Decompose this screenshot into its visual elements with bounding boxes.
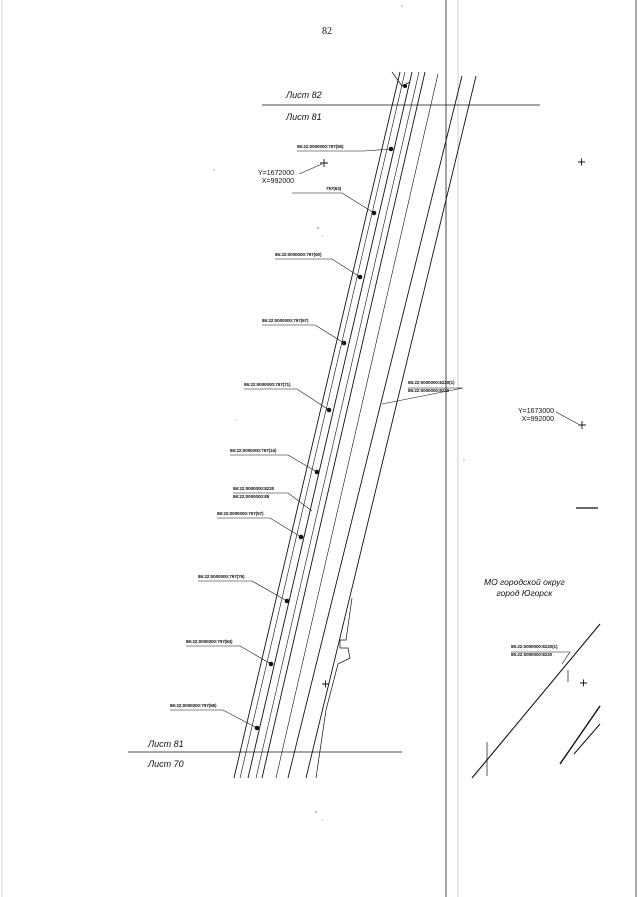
- noise-speck: [235, 419, 237, 421]
- callout-leader: [186, 645, 272, 665]
- grid-coordinate-label: Y=1672000 X=992000: [258, 170, 294, 186]
- grid-x: X=992000: [521, 416, 555, 423]
- pipeline-line: [275, 73, 439, 779]
- callout-point: [284, 598, 290, 604]
- callout-leader: [262, 324, 345, 344]
- callout-point: [314, 469, 320, 475]
- callout-leader: [297, 148, 392, 152]
- sheet-label: Лист 81: [148, 739, 184, 749]
- parcel-callout: 86:22:0000000:797(84): [186, 639, 233, 644]
- pipeline-line: [239, 71, 406, 779]
- pipeline-line: [247, 71, 413, 779]
- parcel-callout: 86:22:0000000:797(55): [297, 144, 344, 149]
- parcel-callout: 86:22:0000000:797(67): [262, 318, 309, 323]
- callout-leader: [198, 580, 288, 602]
- callout-leader: [170, 709, 258, 729]
- noise-speck: [314, 810, 318, 814]
- callout-point: [341, 340, 347, 346]
- sheet-label: Лист 81: [286, 112, 322, 122]
- parcel-callout: 797(63): [326, 186, 342, 191]
- grid-cross: [578, 158, 585, 166]
- callout-point: [254, 725, 260, 731]
- callout-leader: [292, 192, 375, 214]
- grid-y: Y=1673000: [518, 408, 555, 415]
- grid-y: Y=1672000: [258, 170, 295, 177]
- callout-leader: [244, 388, 330, 411]
- sheet-label: Лист 70: [148, 759, 184, 769]
- boundary-line: [471, 623, 601, 779]
- callout-leaders: [170, 83, 571, 731]
- parcel-boundary: [391, 71, 411, 87]
- grid-cross: [578, 421, 586, 429]
- pipeline-line: [233, 71, 401, 779]
- callout-leader: [511, 651, 571, 665]
- grid-cross-marks: [320, 158, 587, 688]
- callout-leader: [230, 454, 318, 473]
- grid-coordinate-label: Y=1673000 X=992000: [518, 408, 554, 424]
- callout-point: [357, 274, 363, 280]
- noise-speck: [316, 226, 320, 230]
- parcel-callout: 86:22:0000000:797(79): [198, 574, 245, 579]
- scan-noise: [213, 5, 465, 821]
- callout-point: [371, 210, 377, 216]
- parcel-callout: 86:22:0000000:797(16): [230, 448, 277, 453]
- pipeline-line: [261, 71, 426, 779]
- boundary-line: [573, 723, 601, 755]
- grid-label-leader: [555, 411, 579, 425]
- parcel-callout: 86:22:0000000:797(60): [275, 252, 322, 257]
- grid-cross: [320, 159, 328, 167]
- grid-cross: [322, 680, 329, 688]
- parcel-callout: 86:22:0000000:8220(1): [408, 380, 455, 385]
- callout-point: [326, 407, 332, 413]
- page-number: 82: [322, 26, 332, 37]
- right-of-way-boundary: [305, 75, 477, 779]
- callout-point: [298, 534, 304, 540]
- grid-x: X=992000: [261, 178, 295, 185]
- callout-leader: [217, 517, 302, 538]
- pipeline-corridor: [233, 71, 477, 779]
- corridor-vertex: [402, 83, 408, 89]
- noise-speck: [321, 819, 323, 821]
- pipeline-line: [255, 71, 420, 779]
- right-of-way-boundary: [287, 75, 463, 779]
- noise-speck: [213, 169, 215, 171]
- parcel-callout: 86:22:0000000:8220: [408, 388, 450, 393]
- callout-leader: [381, 387, 464, 405]
- grid-label-leader: [298, 163, 323, 175]
- callout-leader: [275, 258, 361, 278]
- callout-point: [388, 146, 394, 152]
- sheet-label: Лист 82: [286, 90, 322, 100]
- municipality-line: МО городской округ: [484, 577, 565, 587]
- callout-point: [268, 661, 274, 667]
- callout-leader: [233, 492, 313, 512]
- grid-cross: [580, 679, 587, 687]
- parcel-boundary-jog: [315, 597, 353, 779]
- parcel-callout: 86:22:0000000:8220(1): [511, 644, 558, 649]
- municipality-label: МО городской округ город Югорск: [484, 577, 565, 599]
- municipality-line: город Югорск: [496, 588, 553, 598]
- noise-speck: [463, 459, 465, 461]
- parcel-callout: 86:22:0000000:797(58): [170, 703, 217, 708]
- parcel-callout: 86:22:0000000:797(71): [244, 382, 291, 387]
- noise-speck: [321, 235, 323, 237]
- parcel-callout: 86:22:0000000:85: [233, 494, 270, 499]
- parcel-callout: 86:22:0000000:8220: [511, 652, 553, 657]
- boundary-line: [559, 705, 601, 765]
- parcel-callout: 86:22:0000000:797(57): [217, 511, 264, 516]
- parcel-callout: 86:22:0000000:8220: [233, 486, 275, 491]
- noise-speck: [401, 5, 403, 7]
